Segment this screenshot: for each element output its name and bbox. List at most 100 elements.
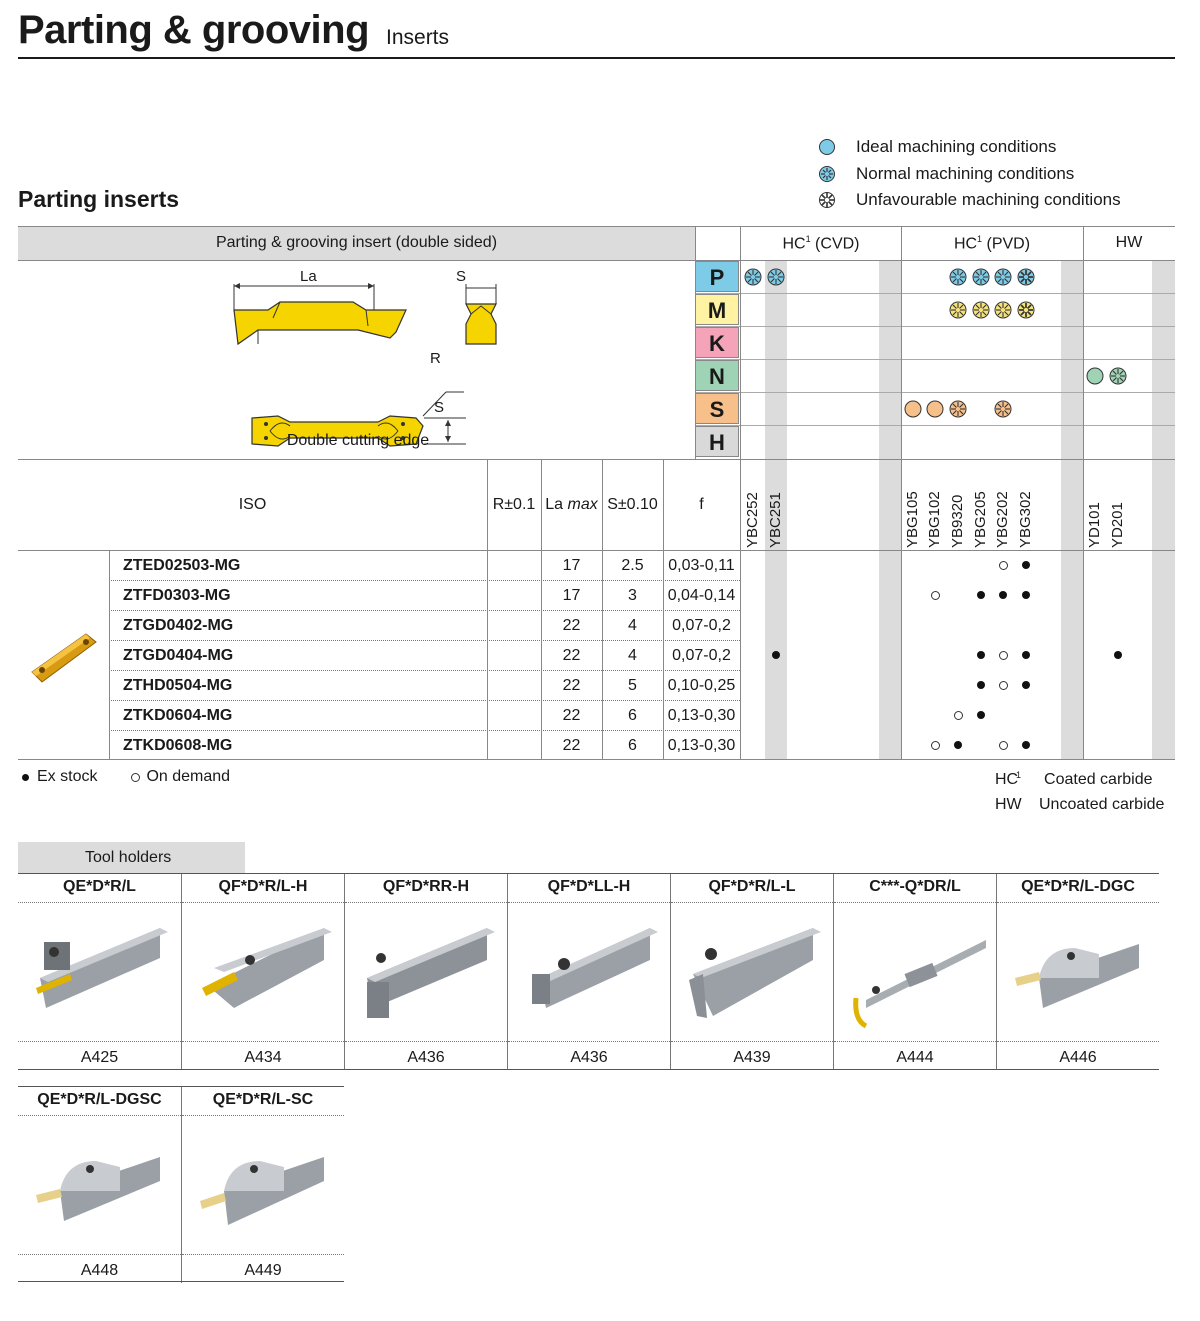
tool-holder-page-ref[interactable]: A449 (244, 1262, 282, 1279)
insert-diagram (233, 283, 497, 447)
ex-stock-dot (977, 681, 985, 689)
material-k-label: K (695, 327, 739, 358)
group-header-hw: HW (1115, 234, 1143, 251)
tool-holder-image (1015, 944, 1139, 1008)
tool-holder-page-ref[interactable]: A444 (896, 1049, 934, 1066)
tool-holder-page-ref[interactable]: A436 (407, 1049, 445, 1066)
table-rule (18, 260, 1175, 261)
iso-code: ZTKD0604-MG (123, 707, 233, 724)
row-dotted-rule (109, 730, 740, 731)
on-demand-dot (998, 560, 1008, 570)
unfavourable-condition-icon (819, 192, 835, 209)
row-dotted-rule (109, 700, 740, 701)
ideal-condition-icon (926, 400, 944, 417)
table-col-rule (109, 550, 110, 759)
tool-holder-page-ref[interactable]: A425 (80, 1049, 119, 1066)
ex-stock-dot (1022, 561, 1030, 569)
ex-stock-dot (1022, 741, 1030, 749)
holder-dotted-rule (997, 902, 1159, 903)
insert-header-band (18, 226, 695, 260)
s-value: 2.5 (621, 557, 644, 574)
holder-dotted-rule (18, 1115, 181, 1116)
on-demand-dot (930, 590, 940, 600)
insert-product-image (31, 633, 97, 683)
material-s-label: S (695, 393, 739, 424)
insert-header-label: Parting & grooving insert (double sided) (215, 234, 498, 251)
table-rule (18, 226, 1175, 227)
normal-condition-icon (949, 301, 967, 318)
ideal-condition-icon (904, 400, 922, 417)
tool-holder-image (853, 940, 986, 1029)
table-col-rule (663, 459, 664, 759)
tool-holder-page-ref[interactable]: A448 (80, 1262, 119, 1279)
tool-holder-page-ref[interactable]: A436 (570, 1049, 608, 1066)
tool-holder-page-ref[interactable]: A439 (733, 1049, 771, 1066)
grade-ybg302: YBG302 (1017, 491, 1034, 548)
holder-dotted-rule (997, 1041, 1159, 1042)
la-value: 22 (562, 677, 581, 694)
iso-code: ZTGD0402-MG (123, 617, 234, 634)
la-value: 22 (562, 647, 581, 664)
iso-code: ZTKD0608-MG (123, 737, 233, 754)
table-col-rule (602, 459, 603, 759)
holder-dotted-rule (671, 1041, 833, 1042)
grade-stripe (879, 260, 901, 759)
tool-holder-page-ref[interactable]: A446 (1059, 1049, 1097, 1066)
tool-holder-name: QE*D*R/L (63, 878, 136, 895)
table-col-rule (901, 226, 902, 759)
holders-row2-top-rule (18, 1086, 344, 1087)
legend-unfavourable: Unfavourable machining conditions (818, 187, 1121, 214)
material-p-label: P (695, 261, 739, 292)
la-value: 17 (562, 587, 581, 604)
material-m-label: M (695, 294, 739, 325)
grade-ybg105: YBG105 (904, 491, 921, 548)
diagram-caption: Double cutting edge (286, 432, 430, 449)
grade-ybc252: YBC252 (744, 492, 761, 548)
ex-stock-dot (977, 591, 985, 599)
ideal-condition-icon (819, 139, 835, 156)
holder-dotted-rule (182, 1041, 344, 1042)
inserts-table: Parting & grooving insert (double sided)… (18, 226, 1175, 760)
la-value: 22 (562, 707, 581, 724)
holder-dotted-rule (508, 902, 670, 903)
ex-stock-dot (1022, 681, 1030, 689)
tool-holder-image (36, 1157, 160, 1221)
iso-code: ZTED02503-MG (123, 557, 241, 574)
f-value: 0,03-0,11 (668, 557, 735, 574)
tool-holder-page-ref[interactable]: A434 (244, 1049, 282, 1066)
on-demand-icon (131, 772, 141, 782)
la-value: 22 (562, 737, 581, 754)
tool-holders-tab[interactable]: Tool holders (18, 842, 245, 873)
legend-normal: Normal machining conditions (818, 161, 1121, 188)
tool-holder-image (532, 928, 658, 1008)
tool-holder-card[interactable]: QE*D*R/L A425 (18, 874, 181, 1070)
row-dotted-rule (109, 670, 740, 671)
tool-holder-name: QE*D*R/L-SC (212, 1091, 314, 1108)
f-value: 0,07-0,2 (672, 617, 731, 634)
material-row-rule (695, 359, 1175, 360)
material-row-rule (695, 293, 1175, 294)
grade-stripe (1061, 260, 1083, 759)
holders-row1-bottom-rule (18, 1069, 1159, 1070)
f-value: 0,13-0,30 (667, 707, 736, 724)
ex-stock-dot (977, 711, 985, 719)
normal-condition-icon (949, 268, 967, 285)
dim-s-top-label: S (456, 268, 467, 285)
stock-legend: Ex stock On demand (22, 768, 230, 786)
tool-holder-card[interactable]: QE*D*R/L-SC A449 (181, 1087, 344, 1283)
row-dotted-rule (109, 610, 740, 611)
tool-holder-image (367, 928, 495, 1018)
ex-stock-dot (999, 591, 1007, 599)
grade-yd201: YD201 (1109, 502, 1126, 548)
ex-stock-icon (22, 773, 29, 781)
col-header-f: f (699, 496, 704, 513)
